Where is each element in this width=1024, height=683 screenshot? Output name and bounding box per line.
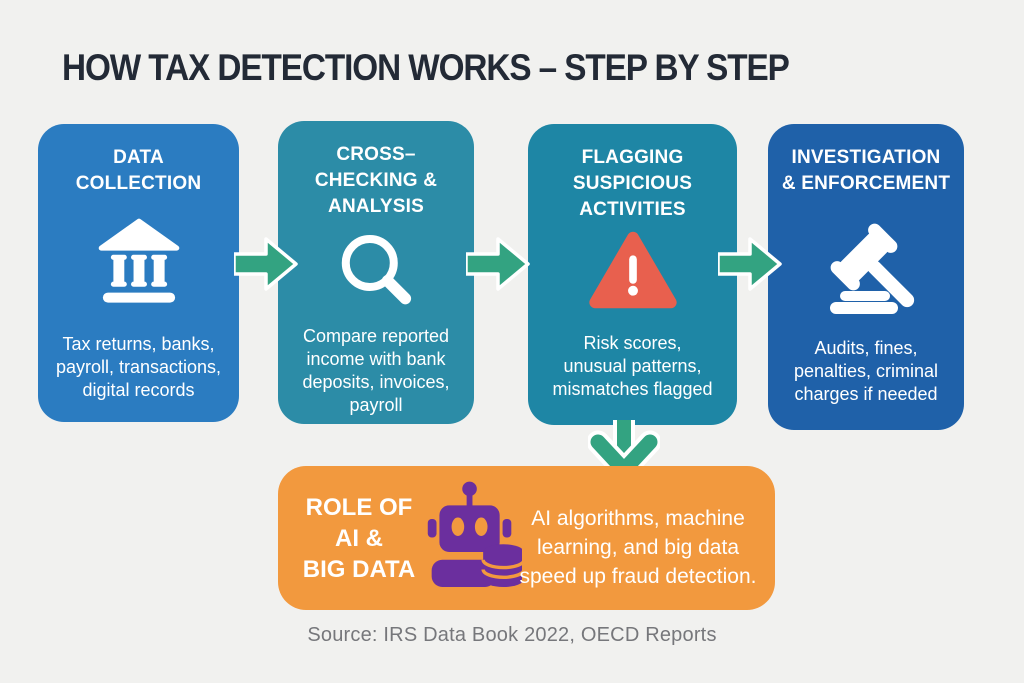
step-title: DATA COLLECTION (75, 147, 202, 194)
warning-triangle-icon (588, 230, 678, 315)
source-text: Source: IRS Data Book 2022, OECD Reports (307, 624, 717, 646)
ai-big-data-box: ROLE OF AI & BIG DATA AI algorithms, mac… (278, 466, 775, 610)
step-box-cross-checking: CROSS– CHECKING & ANALYSIS Compare repor… (278, 121, 474, 424)
step-title: CROSS– CHECKING & ANALYSIS (314, 144, 438, 217)
magnifier-icon (336, 231, 416, 316)
arrow-right-icon-3 (716, 236, 782, 297)
step-box-flagging: FLAGGING SUSPICIOUS ACTIVITIES Risk scor… (528, 124, 737, 425)
ai-box-description: AI algorithms, machine learning, and big… (519, 507, 757, 588)
step-description: Compare reported income with bank deposi… (302, 326, 450, 415)
ai-box-title: ROLE OF AI & BIG DATA (302, 494, 416, 583)
step-description: Tax returns, banks, payroll, transaction… (55, 334, 222, 400)
arrow-right-icon-1 (232, 236, 298, 297)
step-box-data-collection: DATA COLLECTION Tax returns, banks, (38, 124, 239, 422)
arrow-right-icon-2 (464, 236, 530, 297)
step-box-investigation: INVESTIGATION & ENFORCEMENT Audits, fine… (768, 124, 964, 430)
bank-icon (97, 217, 181, 311)
gavel-icon (822, 223, 922, 320)
step-description: Risk scores, unusual patterns, mismatche… (552, 333, 713, 399)
step-title: FLAGGING SUSPICIOUS ACTIVITIES (572, 147, 693, 220)
step-description: Audits, fines, penalties, criminal charg… (793, 338, 939, 404)
page-title: HOW TAX DETECTION WORKS – STEP BY STEP (62, 47, 790, 88)
robot-big-data-icon (420, 480, 526, 597)
step-title: INVESTIGATION & ENFORCEMENT (781, 147, 951, 194)
